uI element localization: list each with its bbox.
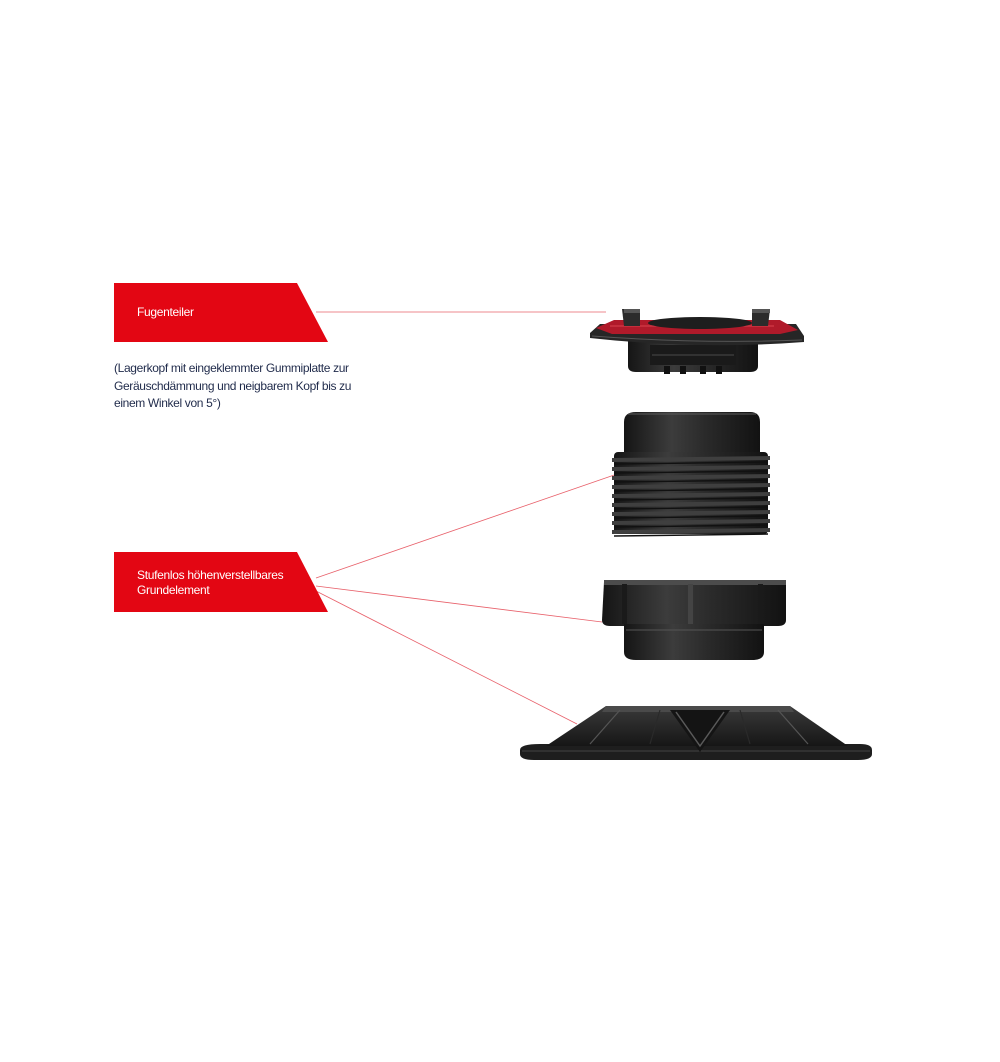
thread-groove <box>613 515 769 519</box>
head-description-line: Geräuschdämmung und neigbarem Kopf bis z… <box>114 378 352 393</box>
leader-line-base <box>315 590 578 725</box>
thread-groove <box>613 506 769 510</box>
head-description-line: (Lagerkopf mit eingeklemmter Gummiplatte… <box>114 361 349 375</box>
thread-ridge <box>612 483 770 489</box>
thread-groove <box>613 524 769 528</box>
label-fugenteiler: Fugenteiler <box>114 283 328 342</box>
thread-groove <box>613 470 769 474</box>
thread-ridge <box>612 501 770 507</box>
thread-ridge <box>612 465 770 471</box>
thread-groove <box>613 461 769 465</box>
label-fugenteiler-text: Fugenteiler <box>137 305 194 319</box>
label-grundelement-line1: Stufenlos höhenverstellbares <box>137 567 284 582</box>
thread-ridge <box>612 519 770 525</box>
head-description-line: einem Winkel von 5°) <box>114 396 221 410</box>
head-description: (Lagerkopf mit eingeklemmter Gummiplatte… <box>114 360 374 413</box>
thread-ridge <box>612 492 770 498</box>
head-part <box>590 309 804 374</box>
leader-line-column <box>315 472 621 579</box>
column-threads <box>612 456 770 537</box>
label-grundelement: Stufenlos höhenverstellbares Grundelemen… <box>114 552 328 612</box>
label-grundelement-line2: Grundelement <box>137 582 210 597</box>
thread-ridge <box>612 528 770 534</box>
nut-part <box>602 580 786 660</box>
thread-ridge <box>612 510 770 516</box>
base-part <box>520 706 872 760</box>
thread-groove <box>613 479 769 483</box>
leader-line-nut <box>315 585 603 623</box>
leader-lines <box>315 311 621 725</box>
thread-groove <box>613 488 769 492</box>
thread-ridge <box>612 474 770 480</box>
thread-groove <box>613 533 769 537</box>
thread-groove <box>613 497 769 501</box>
thread-ridge <box>612 456 770 462</box>
